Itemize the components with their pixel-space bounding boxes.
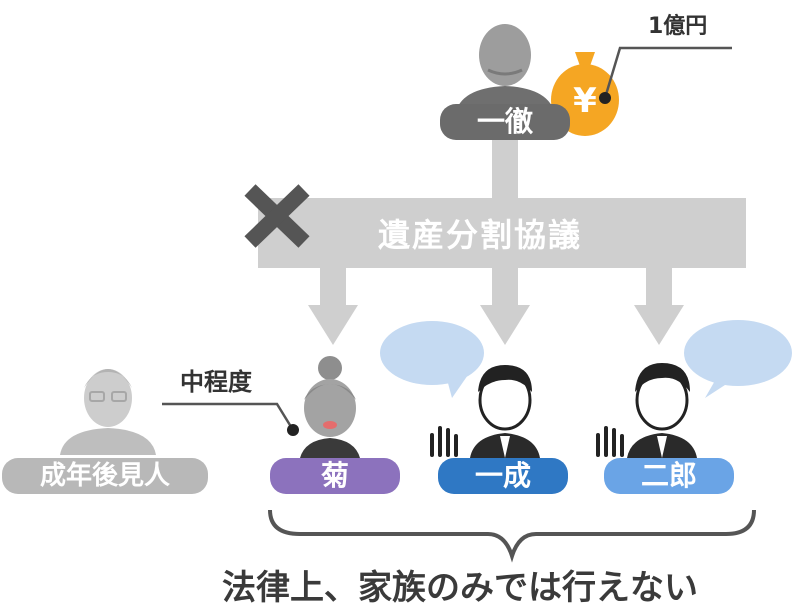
jiro-avatar: [596, 363, 697, 458]
guardian-name-pill: 成年後見人: [2, 458, 208, 494]
decedent-connector: [492, 138, 518, 198]
heir-pill-jiro: 二郎: [604, 458, 734, 494]
guardian-avatar: [60, 369, 156, 455]
guardian-name: 成年後見人: [39, 461, 170, 491]
guardian-condition-label: 中程度: [180, 368, 252, 396]
yen-symbol: ¥: [573, 81, 597, 121]
heir-name-jiro: 二郎: [640, 459, 697, 492]
guardian-callout-line: [162, 402, 295, 431]
money-callout-dot: [599, 92, 611, 104]
grouping-brace: [268, 509, 756, 563]
conclusion-text: 法律上、家族のみでは行えない: [222, 568, 698, 608]
heir-pill-kiku: 菊: [270, 458, 400, 494]
kiku-avatar: [300, 356, 360, 458]
speech-bubble-ichinari: [380, 321, 484, 398]
money-label: 1億円: [648, 14, 708, 39]
money-callout-line: [603, 46, 732, 99]
decedent-name-pill: 一徹: [440, 104, 570, 140]
cross-mark-icon: [244, 184, 310, 248]
decedent-avatar: [455, 24, 555, 115]
speech-bubble-jiro: [684, 320, 792, 398]
process-label: 遺産分割協議: [378, 216, 583, 254]
ichinari-avatar: [430, 365, 540, 458]
heir-pill-ichinari: 一成: [438, 458, 568, 494]
guardian-callout-dot: [287, 424, 299, 436]
process-band: [258, 198, 746, 268]
heir-name-ichinari: 一成: [474, 459, 531, 492]
arrows: [308, 268, 684, 345]
heir-name-kiku: 菊: [320, 459, 349, 492]
decedent-name: 一徹: [476, 105, 533, 138]
